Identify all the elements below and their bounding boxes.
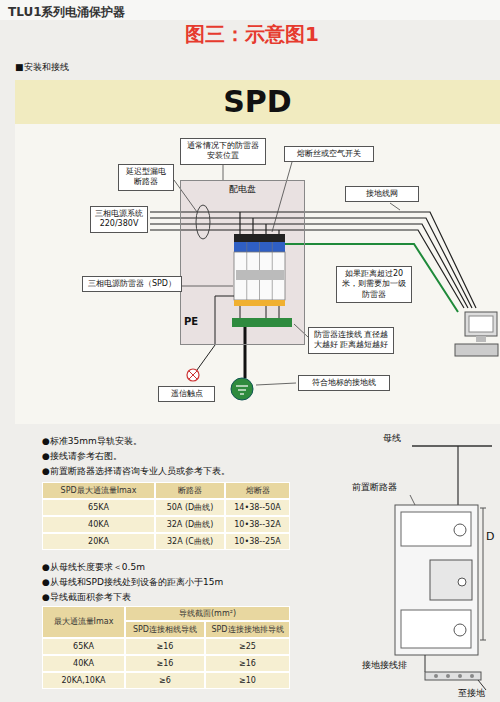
table-cell: 最大通流量Imax bbox=[42, 606, 125, 638]
signal-wire bbox=[197, 296, 234, 370]
title-band: SPD bbox=[15, 80, 500, 124]
bullet-note: ●导线截面积参考下表 bbox=[42, 592, 131, 603]
spd-module bbox=[234, 234, 285, 318]
section-heading: ■安装和接线 bbox=[15, 62, 69, 73]
table-cell: 10•38--25A bbox=[225, 533, 290, 550]
node-text: SPD bbox=[223, 87, 292, 117]
computer-icon bbox=[455, 312, 498, 356]
dimension-label: D bbox=[486, 530, 494, 543]
callout-box: 熔断丝或空气开关 bbox=[284, 146, 374, 162]
table-cell: SPD最大通流量Imax bbox=[42, 482, 155, 499]
node-text: 熔断丝或空气开关 bbox=[288, 149, 370, 159]
bullet-note: ●从母线和SPD接线处到设备的距离小于15m bbox=[42, 577, 223, 588]
node-text: 防雷器连接线 直径越大越好 距离越短越好 bbox=[312, 330, 390, 351]
rcd-symbol bbox=[196, 205, 210, 239]
table-cell: ≥16 bbox=[125, 655, 205, 672]
callout-box: 三相电源防雷器（SPD） bbox=[82, 276, 182, 292]
table-cell: 20KA bbox=[42, 533, 155, 550]
table-cell: 50A (D曲线) bbox=[155, 499, 225, 516]
figure-title: 图三：示意图1 bbox=[185, 22, 319, 46]
part-label: 至接地 bbox=[458, 688, 485, 699]
leader-connector bbox=[223, 165, 224, 180]
bullet-note: ●前置断路器选择请咨询专业人员或参考下表。 bbox=[42, 466, 230, 477]
callout-box: 三相电源系统 220/380V bbox=[90, 206, 148, 233]
table-cell: 10•38--32A bbox=[225, 516, 290, 533]
table-cell: 20KA,10KA bbox=[42, 672, 125, 689]
module-illustration bbox=[395, 446, 492, 690]
node-text: 如果距离超过20米，则需要加一级防雷器 bbox=[340, 269, 408, 300]
table-cell: 40KA bbox=[42, 516, 155, 533]
table-cell: ≥16 bbox=[125, 638, 205, 655]
table-cell: ≥16 bbox=[205, 655, 290, 672]
bullet-note: ●从母线长度要求＜0.5m bbox=[42, 562, 145, 573]
node-text: 接地线网 bbox=[349, 189, 415, 199]
table-cell: ≥6 bbox=[125, 672, 205, 689]
node-text: 通常情况下的防雷器 安装位置 bbox=[184, 141, 262, 162]
part-label: 前置断路器 bbox=[352, 482, 397, 493]
node-text: 符合地标的接地线 bbox=[302, 378, 386, 388]
callout-box: 符合地标的接地线 bbox=[298, 375, 390, 391]
pe-label: PE bbox=[184, 316, 198, 328]
table-cell: SPD连接相线导线 bbox=[125, 621, 205, 638]
callout-box: 延迟型漏电 断路器 bbox=[118, 164, 174, 191]
table-cell: 14•38--50A bbox=[225, 499, 290, 516]
callout-box: 通常情况下的防雷器 安装位置 bbox=[180, 138, 266, 165]
node-text: 配电盘 bbox=[184, 184, 301, 196]
node-text: 遥信触点 bbox=[162, 389, 211, 399]
table-cell: 32A (C曲线) bbox=[155, 533, 225, 550]
pe-bar bbox=[232, 318, 292, 327]
table-cell: 导线截面(mm²) bbox=[125, 606, 290, 621]
node-text: 延迟型漏电 断路器 bbox=[122, 167, 170, 188]
ground-symbol bbox=[231, 378, 253, 400]
table-cell: 65KA bbox=[42, 499, 155, 516]
bullet-note: ●接线请参考右图。 bbox=[42, 451, 122, 462]
table-cell: 40KA bbox=[42, 655, 125, 672]
table-cell: 熔断器 bbox=[225, 482, 290, 499]
bullet-note: ●标准35mm导轨安装。 bbox=[42, 436, 142, 447]
part-label: 母线 bbox=[383, 433, 401, 444]
table-cell: SPD连接接地排导线 bbox=[205, 621, 290, 638]
panel-fill bbox=[180, 180, 305, 345]
callout-box: 如果距离超过20米，则需要加一级防雷器 bbox=[336, 266, 412, 303]
header-strip bbox=[0, 0, 500, 20]
node-text: 三相电源系统 220/380V bbox=[94, 209, 144, 230]
table-cell: ≥10 bbox=[205, 672, 290, 689]
table-cell: 32A (D曲线) bbox=[155, 516, 225, 533]
callout-box: 接地线网 bbox=[345, 186, 419, 202]
distribution-panel: 配电盘 bbox=[180, 180, 305, 345]
earth-wire bbox=[285, 244, 458, 312]
table-cell: 断路器 bbox=[155, 482, 225, 499]
callout-box: 遥信触点 bbox=[158, 386, 215, 402]
ground-wire bbox=[244, 327, 247, 378]
page-title: TLU1系列电涌保护器 bbox=[8, 4, 126, 21]
table-cell: ≥25 bbox=[205, 638, 290, 655]
remote-contact bbox=[187, 369, 199, 381]
table-cell: 65KA bbox=[42, 638, 125, 655]
node-text: 三相电源防雷器（SPD） bbox=[86, 279, 178, 289]
part-label: 接地接线排 bbox=[362, 660, 407, 671]
callout-box: 防雷器连接线 直径越大越好 距离越短越好 bbox=[308, 327, 394, 354]
diagram-ground bbox=[15, 124, 500, 424]
phase-wires bbox=[150, 212, 476, 308]
